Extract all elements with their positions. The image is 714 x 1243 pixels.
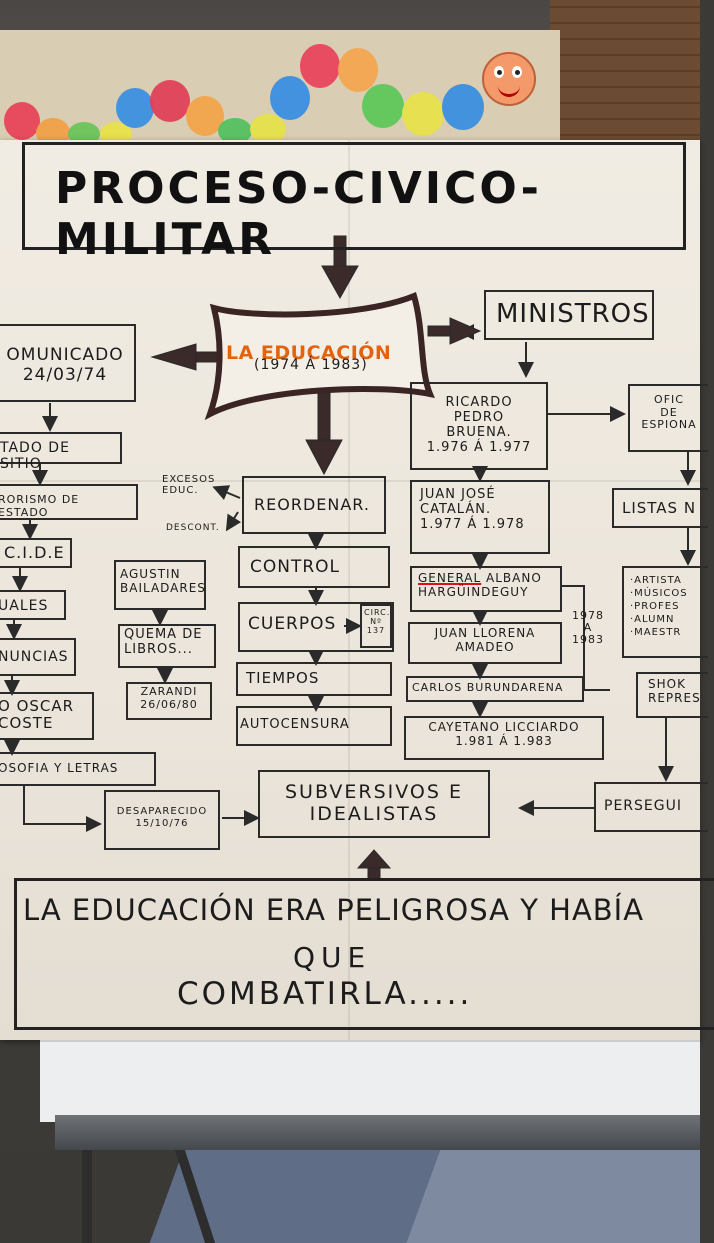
desaparecido-box: DESAPARECIDO 15/10/76 xyxy=(104,790,220,850)
agustin-box: AGUSTIN BAILADARES xyxy=(114,560,206,610)
decor-balloon xyxy=(250,114,286,144)
excesos-label: EXCESOS EDUC. xyxy=(162,474,216,496)
decor-balloon xyxy=(442,84,484,130)
paper-fold xyxy=(0,480,700,482)
smile-icon xyxy=(498,84,520,97)
quema-libros-box: QUEMA DE LIBROS... xyxy=(118,624,216,668)
whiteboard-rail xyxy=(55,1115,700,1155)
harguindeguy-line: HARGÜINDEGUY xyxy=(418,584,529,599)
minister-licciardo: CAYETANO LICCIARDO 1.981 Á 1.983 xyxy=(404,716,604,760)
control-box: CONTROL xyxy=(238,546,390,588)
oficina-espionaje-box: OFIC DE ESPIONA xyxy=(628,384,708,452)
decor-balloon xyxy=(186,96,224,136)
chain-comunicado: OMUNICADO 24/03/74 xyxy=(0,324,136,402)
chain-terrorismo: RORISMO DE ESTADO xyxy=(0,484,138,520)
minister-catalan: JUAN JOSÉ CATALÁN. 1.977 Á 1.978 xyxy=(410,480,550,554)
subversivos-box: SUBVERSIVOS E IDEALISTAS xyxy=(258,770,490,838)
autocensura-box: AUTOCENSURA xyxy=(236,706,392,746)
conclusion-line-1: LA EDUCACIÓN ERA PELIGROSA Y HABÍA xyxy=(23,893,645,927)
poster-title-box: PROCESO-CIVICO-MILITAR xyxy=(22,142,686,265)
wooden-panel xyxy=(550,0,700,150)
education-dates: (1974 Á 1983) xyxy=(254,357,368,373)
circular-box: CIRC. Nº 137 xyxy=(360,604,392,648)
decor-balloon xyxy=(300,44,340,88)
chain-oscar-coste: O OSCAR COSTE xyxy=(0,692,94,740)
paper-fold xyxy=(348,140,350,1040)
descont-label: DESCONT. xyxy=(166,523,220,533)
conclusion-line-2: QUE xyxy=(293,941,372,974)
minister-llorena: JUAN LLORENA AMADEO xyxy=(408,622,562,664)
decor-balloon xyxy=(338,48,378,92)
education-frame xyxy=(204,291,435,421)
shock-box: SHOK REPRES xyxy=(636,672,708,718)
chain-cide: C.I.D.E xyxy=(0,538,72,568)
bracket-dates: 1978 A 1983 xyxy=(572,609,604,647)
conclusion-box: LA EDUCACIÓN ERA PELIGROSA Y HABÍA QUE C… xyxy=(14,878,714,1030)
minister-bruena: RICARDO PEDRO BRUENA. 1.976 Á 1.977 xyxy=(410,382,548,470)
eye-icon xyxy=(512,66,522,78)
eye-icon xyxy=(494,66,504,78)
education-title: LA EDUCACIÓN xyxy=(226,325,391,363)
chain-denuncias: NUNCIAS xyxy=(0,638,76,676)
decor-balloon xyxy=(270,76,310,120)
targets-list-box: ·ARTISTA ·MÚSICOS ·PROFES ·ALUMN ·MAESTR xyxy=(622,566,708,658)
reordenar-box: REORDENAR. xyxy=(242,476,386,534)
decor-balloon xyxy=(218,118,252,144)
decor-balloon xyxy=(116,88,154,128)
decor-balloon xyxy=(150,80,190,122)
tiempos-box: TIEMPOS xyxy=(236,662,392,696)
chain-estado-de-sitio: TADO DE SITIO xyxy=(0,432,122,472)
cuerpos-box: CUERPOS xyxy=(238,602,394,652)
caterpillar-face xyxy=(482,52,536,106)
albano-word: ALBANO xyxy=(481,571,542,585)
ministros-header: MINISTROS xyxy=(484,290,654,340)
listas-negras-box: LISTAS N xyxy=(612,488,708,528)
chain-manuales: UALES xyxy=(0,590,66,620)
zarandi-box: ZARANDI 26/06/80 xyxy=(126,682,212,720)
easel-leg xyxy=(82,1150,92,1243)
decor-balloon xyxy=(362,84,404,128)
minister-burundarena: CARLOS BURUNDARENA xyxy=(406,676,584,702)
poster-title: PROCESO-CIVICO-MILITAR xyxy=(55,163,542,265)
general-word: GENERAL xyxy=(418,571,482,585)
chain-filosofia: OSOFIA Y LETRAS xyxy=(0,752,156,786)
floor xyxy=(0,1150,700,1243)
decor-balloon xyxy=(402,92,444,136)
education-title-text: LA EDUCACIÓN xyxy=(226,341,392,364)
persegui-box: PERSEGUI xyxy=(594,782,708,832)
conclusion-line-3: COMBATIRLA..... xyxy=(177,976,473,1012)
whiteboard-bottom xyxy=(40,1040,700,1122)
decor-balloon xyxy=(4,102,40,140)
